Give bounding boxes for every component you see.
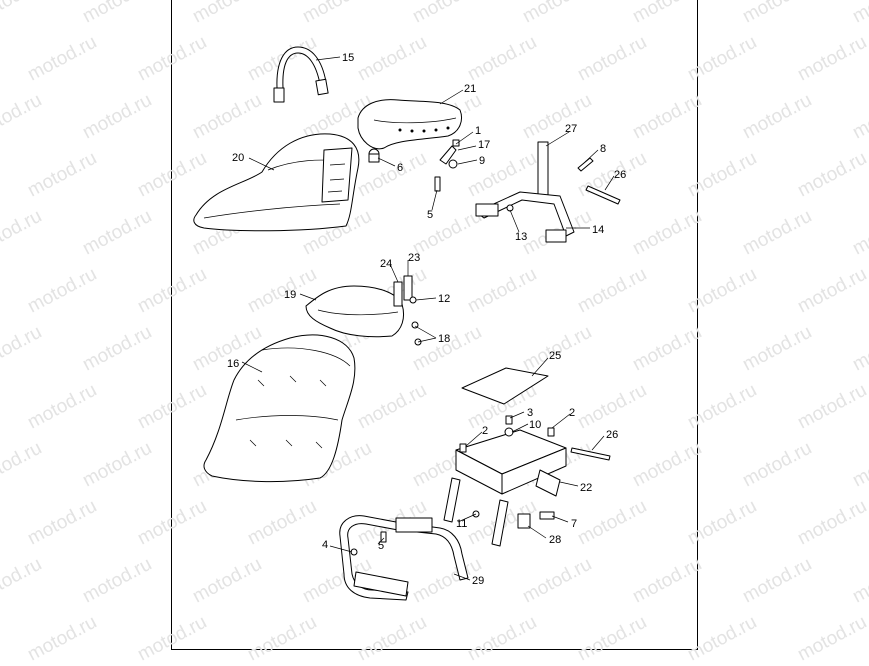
label-part-26-upper: 26 <box>614 169 626 181</box>
label-part-11: 11 <box>456 518 467 530</box>
rack-hardware <box>459 415 555 529</box>
label-part-17: 17 <box>478 139 490 151</box>
part-25-pad <box>461 367 549 405</box>
part-16-two-up-seat <box>203 334 356 483</box>
label-part-25: 25 <box>549 350 561 362</box>
part-1-17-bracket-hardware <box>434 139 460 192</box>
label-part-12: 12 <box>438 293 450 305</box>
part-22-rack-base <box>443 429 567 547</box>
label-part-16: 16 <box>227 358 239 370</box>
label-part-18: 18 <box>438 333 450 345</box>
part-15-grab-strap <box>273 46 329 103</box>
label-part-23: 23 <box>408 252 420 264</box>
label-part-20: 20 <box>232 152 244 164</box>
label-part-5: 5 <box>427 209 433 221</box>
label-part-28: 28 <box>549 534 561 546</box>
label-part-4: 4 <box>322 539 328 551</box>
part-20-solo-seat <box>193 133 360 232</box>
part-26-lower-pin <box>570 447 611 461</box>
part-14-27-backrest-bracket <box>475 141 594 243</box>
label-part-10: 10 <box>529 419 541 431</box>
leader-lines <box>241 56 615 581</box>
part-21-passenger-pillion <box>357 99 462 150</box>
label-part-14: 14 <box>592 224 604 236</box>
part-6-knob <box>368 148 380 163</box>
label-part-2-right: 2 <box>569 407 575 419</box>
label-part-21: 21 <box>464 83 476 95</box>
label-part-27: 27 <box>565 123 577 135</box>
label-part-22: 22 <box>580 482 592 494</box>
part-labels: 15 20 6 21 1 17 9 5 27 8 26 13 14 24 23 … <box>227 52 626 587</box>
part-29-rack-rail <box>339 515 469 601</box>
label-part-13: 13 <box>515 231 527 243</box>
label-part-24: 24 <box>380 258 392 270</box>
exploded-parts-diagram: 15 20 6 21 1 17 9 5 27 8 26 13 14 24 23 … <box>193 46 626 601</box>
label-part-3: 3 <box>527 407 533 419</box>
label-part-15: 15 <box>342 52 354 64</box>
label-part-2-left: 2 <box>482 425 488 437</box>
label-part-5-lower: 5 <box>378 540 384 552</box>
label-part-6: 6 <box>397 162 403 174</box>
part-26-upper-pin <box>585 185 621 205</box>
label-part-7: 7 <box>571 518 577 530</box>
part-19-backrest-pad <box>305 285 405 338</box>
label-part-29: 29 <box>472 575 484 587</box>
label-part-19: 19 <box>284 289 296 301</box>
label-part-9: 9 <box>479 155 485 167</box>
label-part-1: 1 <box>475 125 481 137</box>
label-part-26-lower: 26 <box>606 429 618 441</box>
label-part-8: 8 <box>600 143 606 155</box>
